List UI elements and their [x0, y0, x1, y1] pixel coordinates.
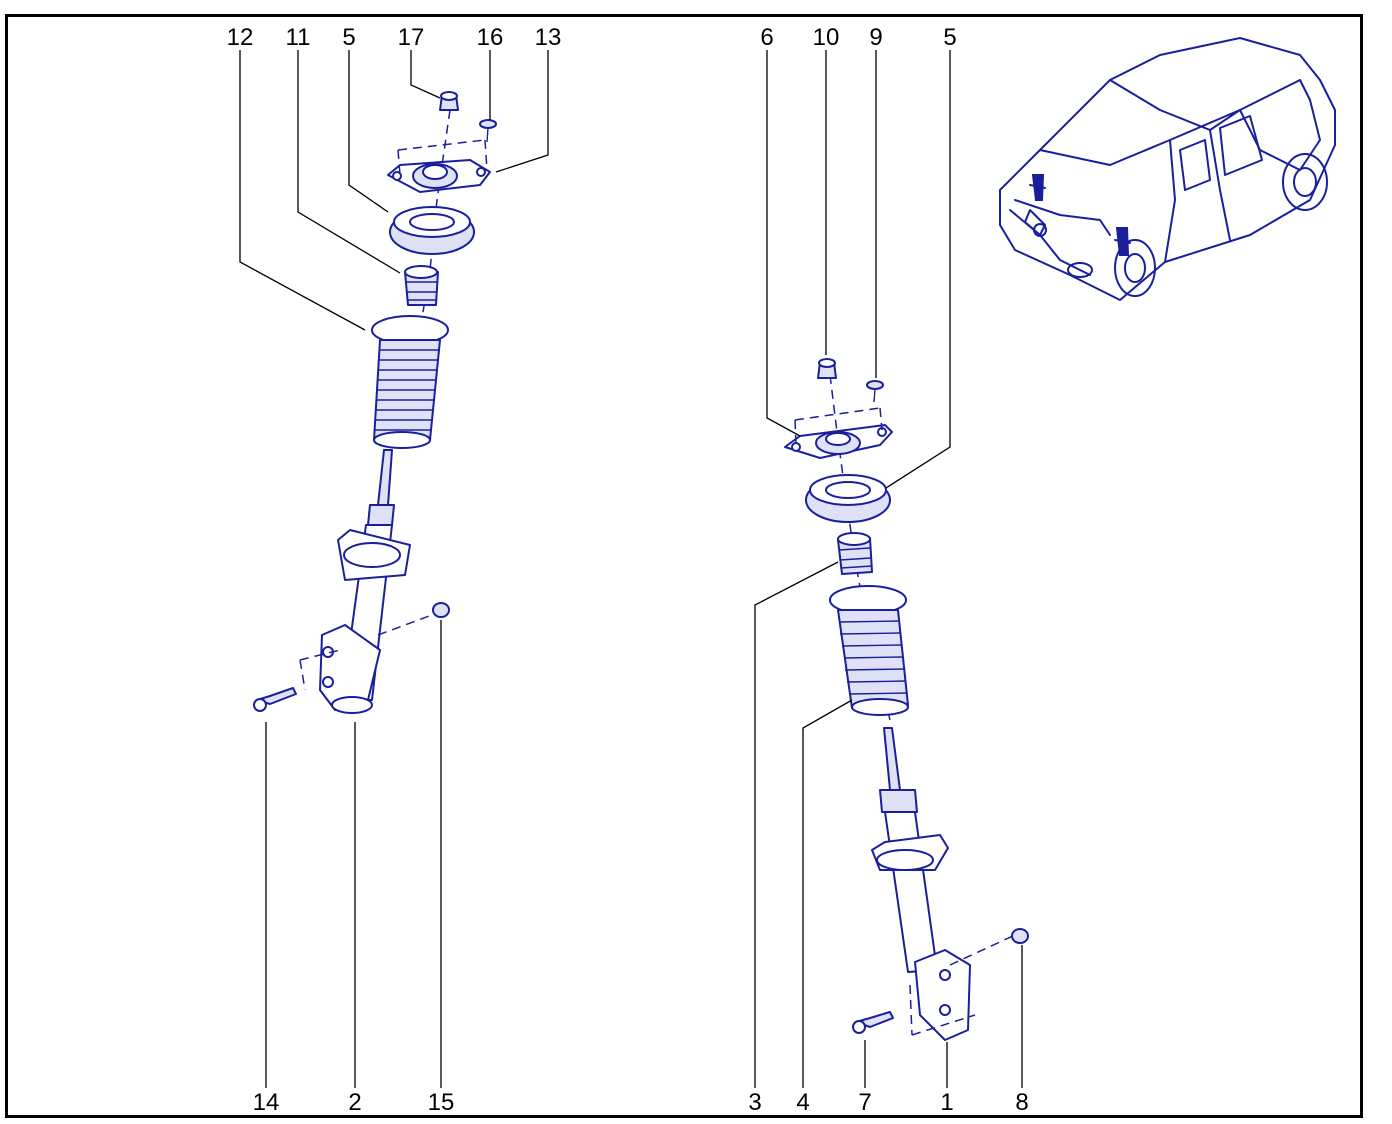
top-mount-6: [784, 407, 893, 459]
car-illustration: [999, 37, 1336, 301]
right-strut-assembly: [784, 358, 1029, 1041]
leader-lines: [239, 50, 1023, 1088]
left-strut-assembly: [253, 91, 497, 714]
screw-16: [479, 119, 497, 143]
callout-labels: 12 11 5 17 16 13 6 10 9 5 14 2 15 3 4 7 …: [227, 24, 1029, 1116]
nut-15: [432, 602, 450, 618]
callout-14: 14: [253, 1089, 280, 1116]
callout-17: 17: [398, 24, 425, 51]
dust-boot-4: [829, 585, 909, 716]
screw-9: [866, 380, 884, 403]
callout-1: 1: [940, 1089, 953, 1116]
nut-10: [817, 358, 837, 379]
shock-absorber-1: [871, 727, 1016, 1041]
callout-4: 4: [796, 1089, 809, 1116]
callout-10: 10: [813, 24, 840, 51]
right-centerline: [829, 374, 891, 721]
bearing-5-right: [805, 474, 891, 523]
bump-stop-11: [404, 265, 439, 306]
callout-9: 9: [869, 24, 882, 51]
nut-8: [1011, 928, 1029, 944]
bolt-7: [852, 1011, 894, 1034]
bearing-5-left: [389, 206, 475, 255]
callout-15: 15: [428, 1089, 455, 1116]
bump-stop-3: [837, 532, 873, 575]
callout-7: 7: [858, 1089, 871, 1116]
callout-3: 3: [748, 1089, 761, 1116]
callout-5-right: 5: [943, 24, 956, 51]
nut-17: [439, 91, 459, 111]
top-mount-13: [387, 139, 491, 193]
callout-12: 12: [227, 24, 254, 51]
bolt-14: [253, 687, 297, 712]
callout-13: 13: [535, 24, 562, 51]
callout-16: 16: [477, 24, 504, 51]
callout-2: 2: [348, 1089, 361, 1116]
callout-5-left: 5: [342, 24, 355, 51]
dust-boot-12: [371, 315, 449, 449]
callout-11: 11: [286, 24, 311, 51]
shock-absorber-2: [299, 449, 441, 714]
diagram-frame: [5, 14, 1363, 1118]
callout-6: 6: [760, 24, 773, 51]
callout-8: 8: [1015, 1089, 1028, 1116]
